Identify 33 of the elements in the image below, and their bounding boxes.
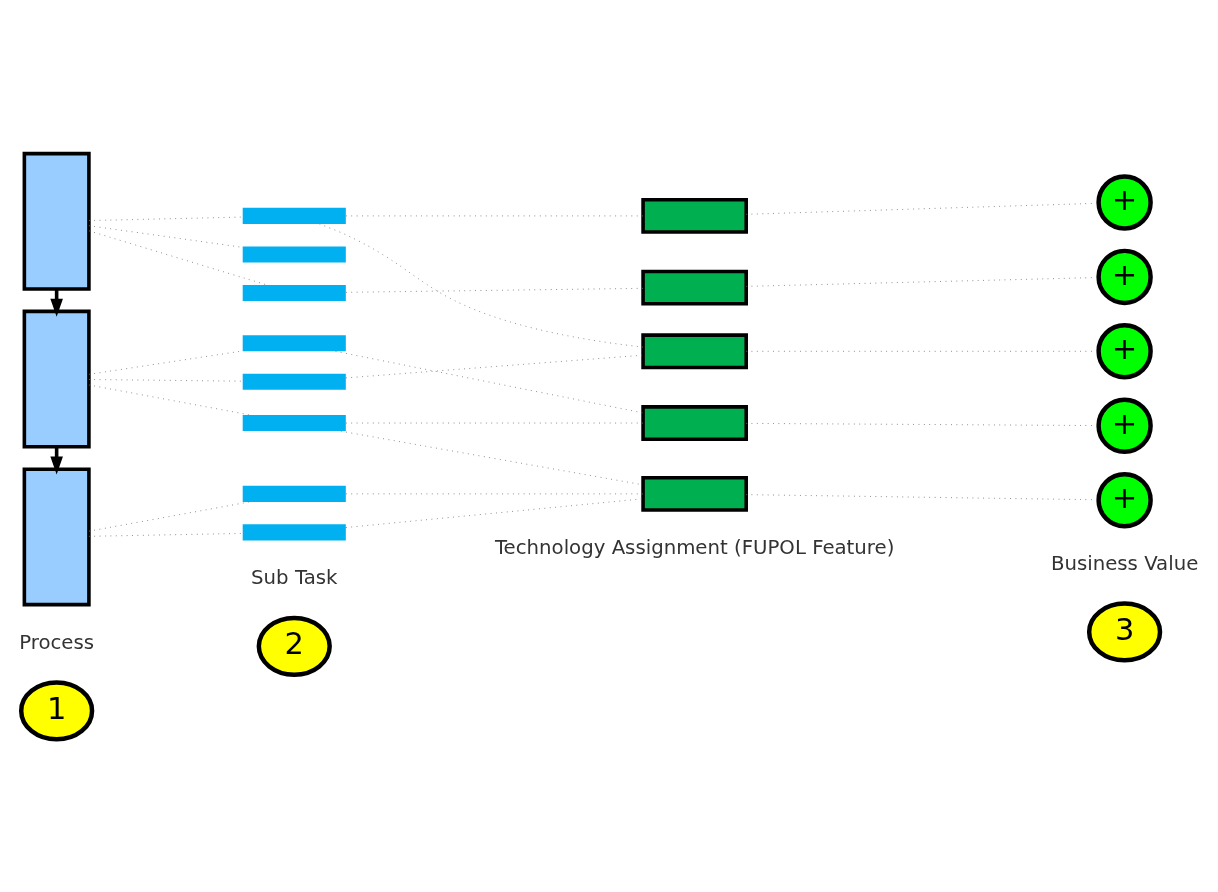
connector xyxy=(88,384,251,415)
node-bar xyxy=(242,414,346,431)
node-box xyxy=(641,475,748,512)
label: Process xyxy=(19,630,95,654)
connector xyxy=(340,430,644,485)
node-bar xyxy=(242,207,346,224)
node-circle: + xyxy=(1096,248,1153,305)
node-bar xyxy=(242,373,346,390)
node-box xyxy=(641,197,748,234)
connector xyxy=(319,223,644,347)
node-box xyxy=(22,309,91,449)
node-ellipse: 2 xyxy=(256,615,332,677)
node-box xyxy=(22,151,91,291)
label: Sub Task xyxy=(251,565,338,589)
node-circle: + xyxy=(1096,397,1153,454)
node-circle: + xyxy=(1096,173,1153,231)
node-bar xyxy=(242,284,346,301)
node-ellipse: 1 xyxy=(18,679,95,741)
label: Technology Assignment (FUPOL Feature) xyxy=(494,535,895,559)
node-bar xyxy=(242,523,346,540)
node-bar xyxy=(242,485,346,502)
node-circle: + xyxy=(1096,471,1153,528)
node-box xyxy=(641,269,748,306)
node-ellipse: 3 xyxy=(1086,600,1163,663)
node-box xyxy=(641,332,748,369)
node-circle: + xyxy=(1096,322,1153,380)
connector xyxy=(345,287,644,293)
node-bar xyxy=(242,245,346,263)
connector xyxy=(88,501,250,532)
node-box xyxy=(22,466,91,606)
node-bar xyxy=(242,334,346,351)
node-box xyxy=(641,404,748,441)
label: Business Value xyxy=(1050,551,1199,575)
